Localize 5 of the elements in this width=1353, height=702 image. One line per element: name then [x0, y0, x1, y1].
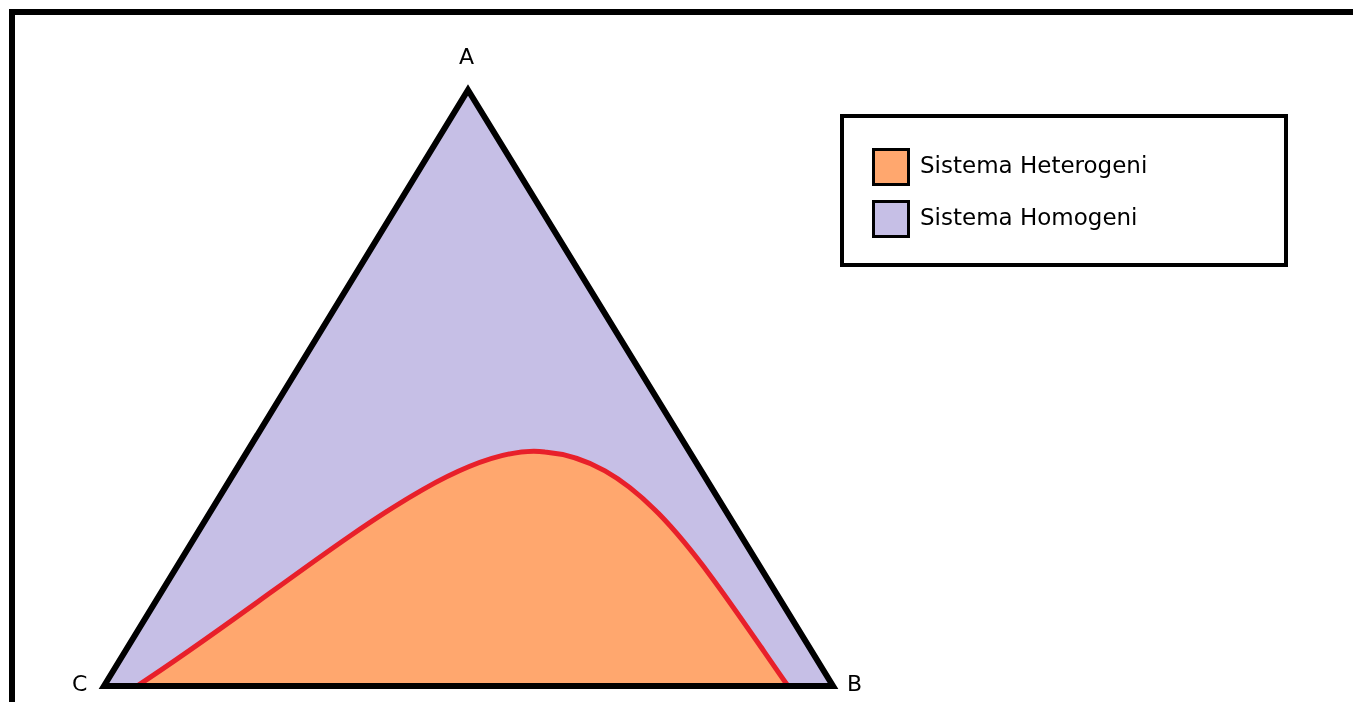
vertex-label: A	[459, 46, 475, 68]
legend-label: Sistema Heterogeni	[920, 153, 1148, 179]
vertex-label: C	[72, 673, 88, 695]
vertex-label: B	[847, 673, 863, 695]
legend-label: Sistema Homogeni	[920, 205, 1138, 231]
